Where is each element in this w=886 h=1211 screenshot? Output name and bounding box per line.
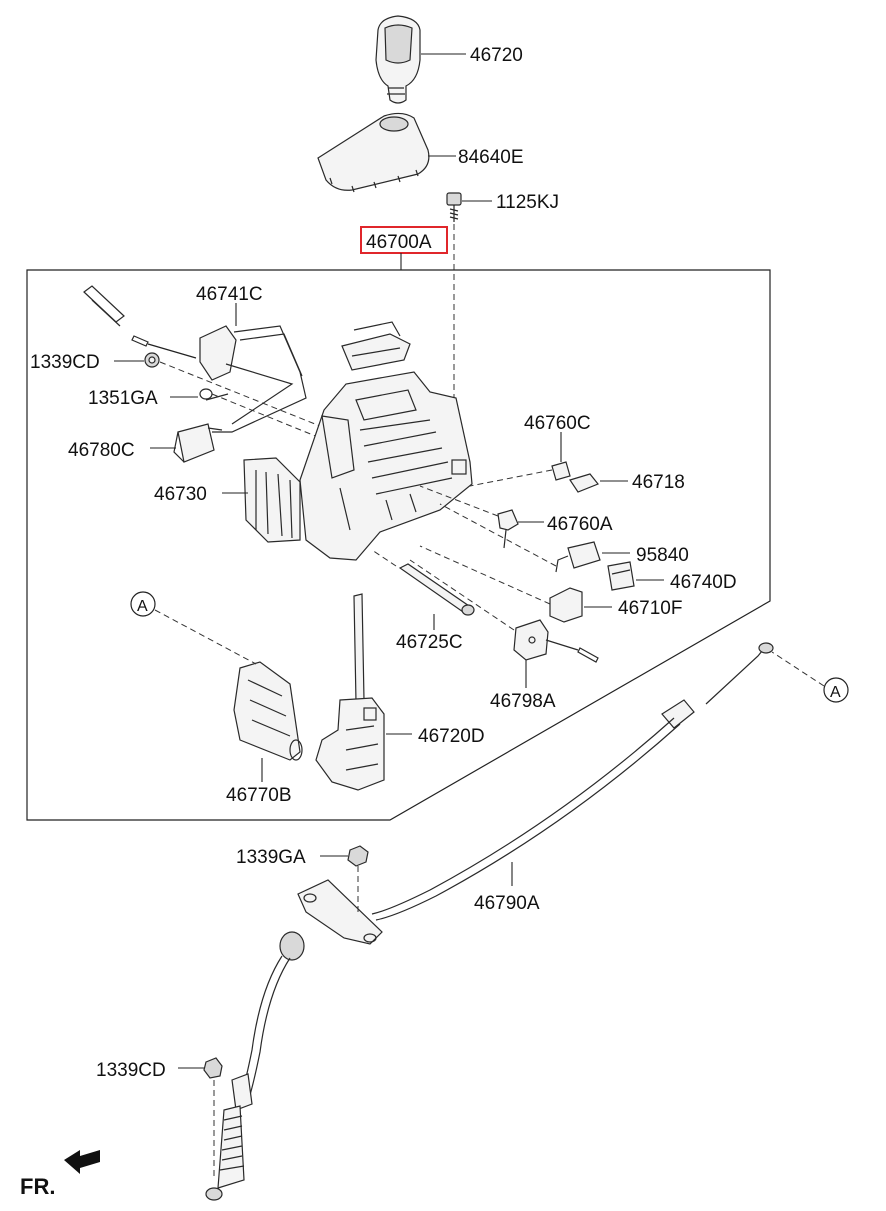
ref-label-a-left: A <box>137 598 148 615</box>
dashed-guide-46760C <box>469 469 553 487</box>
part-label-46720[interactable]: 46720 <box>470 45 523 66</box>
dashed-guide-46798A <box>409 559 515 631</box>
part-label-46760C[interactable]: 46760C <box>524 413 591 434</box>
part-label-1339CD-top[interactable]: 1339CD <box>30 352 100 373</box>
part-label-46790A[interactable]: 46790A <box>474 893 540 914</box>
dashed-guide-46725C <box>371 549 397 567</box>
pin-46725c-part[interactable] <box>398 563 475 616</box>
clip-46718-part[interactable] <box>569 473 599 493</box>
dashed-guide-46760A <box>419 485 499 517</box>
part-label-46725C[interactable]: 46725C <box>396 632 463 653</box>
part-label-46700A[interactable]: 46700A <box>366 232 432 253</box>
screw-part[interactable] <box>131 335 197 359</box>
nut-1339cd-top-part[interactable] <box>144 352 160 368</box>
cover-46740d-part[interactable] <box>607 561 635 591</box>
part-label-1339CD-bottom[interactable]: 1339CD <box>96 1060 166 1081</box>
part-label-46741C[interactable]: 46741C <box>196 284 263 305</box>
nut-1339cd-bottom-part[interactable] <box>203 1057 223 1079</box>
shift-cable-46790a-part[interactable] <box>205 642 774 1201</box>
dashed-guide-95840 <box>439 503 557 567</box>
shift-knob-part[interactable] <box>375 15 421 104</box>
bracket-46770b-part[interactable] <box>233 661 303 761</box>
part-label-46718[interactable]: 46718 <box>632 472 685 493</box>
shift-boot-cover-part[interactable] <box>317 112 430 193</box>
ref-circle-a-left[interactable] <box>130 591 156 617</box>
bracket-46710f-part[interactable] <box>549 587 583 623</box>
part-label-46740D[interactable]: 46740D <box>670 572 737 593</box>
dashed-guide-ref-a-left <box>154 609 257 665</box>
ref-circle-a-right[interactable] <box>823 677 849 703</box>
part-label-46710F[interactable]: 46710F <box>618 598 682 619</box>
part-label-46780C[interactable]: 46780C <box>68 440 135 461</box>
part-label-46760A[interactable]: 46760A <box>547 514 613 535</box>
dashed-guide-1339CD <box>159 361 331 431</box>
switch-95840-part[interactable] <box>555 541 601 573</box>
part-label-46798A[interactable]: 46798A <box>490 691 556 712</box>
shifter-base-part[interactable] <box>243 321 473 561</box>
dashed-guide-ref-a-right <box>771 651 825 687</box>
wiring-bracket-part[interactable] <box>83 285 307 433</box>
part-label-1351GA[interactable]: 1351GA <box>88 388 158 409</box>
connector-46780c-part[interactable] <box>173 423 223 463</box>
part-label-95840[interactable]: 95840 <box>636 545 689 566</box>
lever-46720d-part[interactable] <box>315 593 385 791</box>
part-label-84640E[interactable]: 84640E <box>458 147 524 168</box>
assembly-boundary <box>26 269 771 821</box>
part-label-1339GA[interactable]: 1339GA <box>236 847 306 868</box>
front-direction-arrow-icon <box>64 1150 100 1174</box>
clip-46760c-part[interactable] <box>551 461 571 481</box>
part-label-1125KJ[interactable]: 1125KJ <box>496 192 559 213</box>
assembly-highlight-box <box>360 226 448 254</box>
nut-1339ga-part[interactable] <box>347 845 369 867</box>
bolt-1125kj-part[interactable] <box>446 192 462 222</box>
front-direction-label: FR. <box>20 1174 55 1199</box>
part-label-46720D[interactable]: 46720D <box>418 726 485 747</box>
ref-label-a-right: A <box>830 684 841 701</box>
bracket-46798a-part[interactable] <box>513 619 599 663</box>
part-label-46730[interactable]: 46730 <box>154 484 207 505</box>
clip-46760a-part[interactable] <box>497 509 519 549</box>
dashed-guide-46710F <box>419 545 551 605</box>
part-label-46770B[interactable]: 46770B <box>226 785 292 806</box>
washer-1351ga-part[interactable] <box>199 388 213 400</box>
